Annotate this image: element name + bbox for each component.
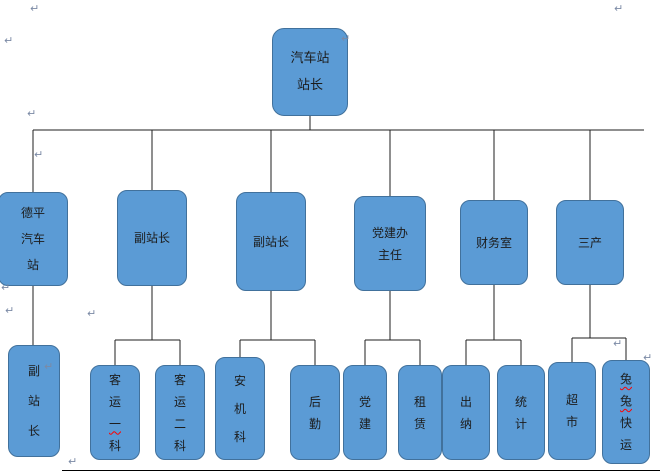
org-node-party-office-director[interactable]: 党建办 主任 (354, 196, 426, 291)
org-node-cashier[interactable]: 出 纳 (442, 365, 490, 460)
org-node-finance-office[interactable]: 财务室 (460, 200, 528, 285)
paragraph-mark-icon: ↵ (341, 32, 351, 45)
org-node-deputy-master-3[interactable]: 副 站 长 (8, 345, 60, 457)
org-node-label: 德平 汽车 站 (20, 206, 45, 272)
org-node-safety-mechanics-section[interactable]: 安 机 科 (215, 357, 265, 460)
org-node-statistics[interactable]: 统 计 (497, 365, 545, 460)
org-node-passenger-section-2[interactable]: 客 运 二 科 (155, 365, 205, 460)
org-node-label: 三产 (577, 235, 602, 250)
org-node-label: 安 机 科 (233, 373, 246, 444)
paragraph-mark-icon: ↵ (5, 304, 15, 317)
org-node-label: 副站长 (133, 231, 170, 245)
org-node-supermarket[interactable]: 超 市 (548, 362, 596, 460)
org-node-label: 统 计 (514, 394, 527, 431)
paragraph-mark-icon: ↵ (613, 337, 623, 350)
org-node-party-building[interactable]: 党 建 (343, 365, 387, 460)
paragraph-mark-icon: ↵ (1, 281, 11, 294)
org-node-label: 党建办 主任 (371, 225, 408, 262)
spellcheck-underline: 兔 兔 (619, 372, 632, 408)
paragraph-mark-icon: ↵ (68, 455, 78, 468)
page-bottom-border (62, 470, 660, 471)
org-node-label: 副站长 (252, 234, 289, 249)
paragraph-mark-icon: ↵ (87, 307, 97, 320)
spellcheck-underline: 一 (108, 416, 121, 431)
org-node-logistics[interactable]: 后 勤 (290, 365, 340, 460)
org-node-tertiary-industry[interactable]: 三产 (556, 200, 624, 285)
org-node-label: 超 市 (565, 393, 578, 429)
paragraph-mark-icon: ↵ (44, 360, 54, 373)
org-node-label: 汽车站 站长 (290, 51, 330, 93)
org-node-label: 兔 兔 快 运 (619, 372, 632, 452)
paragraph-mark-icon: ↵ (4, 34, 14, 47)
org-node-passenger-section-1[interactable]: 客 运 一 科 (90, 365, 140, 460)
org-node-tutu-express[interactable]: 兔 兔 快 运 (602, 360, 650, 464)
org-node-label: 党 建 (358, 394, 371, 431)
org-node-label: 后 勤 (308, 394, 321, 431)
org-node-label: 租 赁 (413, 394, 426, 431)
paragraph-mark-icon: ↵ (614, 2, 624, 15)
org-node-station-master[interactable]: 汽车站 站长 (272, 28, 348, 116)
org-node-label: 副 站 长 (27, 364, 40, 438)
org-node-label: 出 纳 (459, 394, 472, 431)
paragraph-mark-icon: ↵ (30, 2, 40, 15)
org-node-label: 客 运 一 科 (108, 372, 121, 453)
org-node-deputy-master-2[interactable]: 副站长 (236, 192, 306, 291)
paragraph-mark-icon: ↵ (34, 148, 44, 161)
org-node-label: 财务室 (475, 235, 512, 250)
paragraph-mark-icon: ↵ (643, 351, 653, 364)
org-node-label: 客 运 二 科 (173, 372, 186, 453)
org-node-leasing[interactable]: 租 赁 (398, 365, 442, 460)
paragraph-mark-icon: ↵ (27, 107, 37, 120)
org-node-deputy-master-1[interactable]: 副站长 (117, 190, 187, 286)
org-node-deping-station[interactable]: 德平 汽车 站 (0, 192, 68, 286)
